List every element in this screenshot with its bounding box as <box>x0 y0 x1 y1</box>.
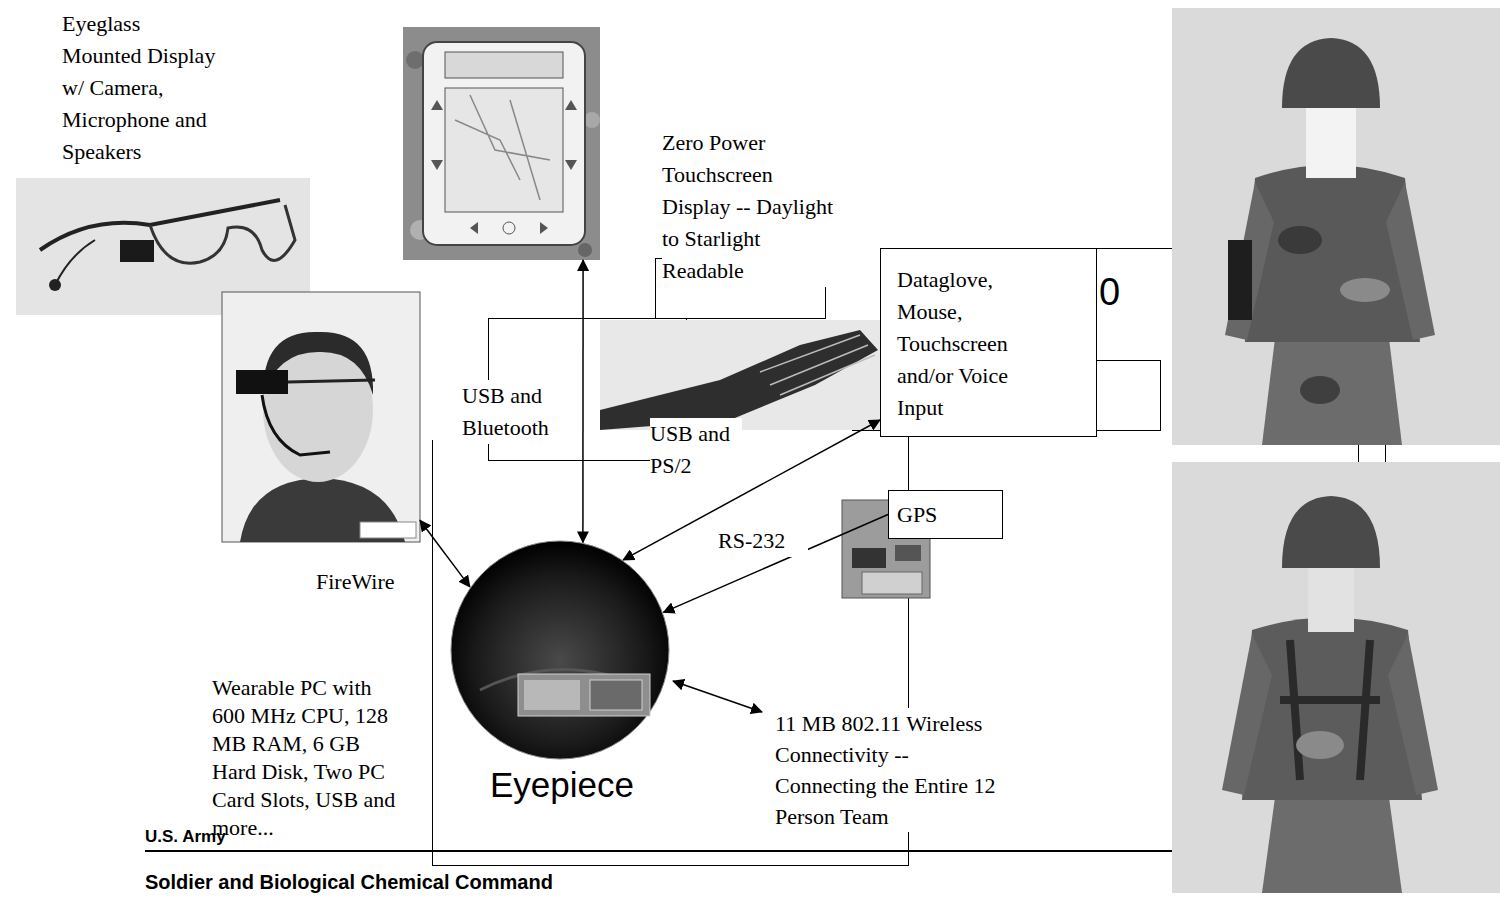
footer-org: U.S. Army <box>145 826 345 848</box>
connector-label: USB and PS/2 <box>650 418 742 482</box>
connector-arrow <box>582 260 584 542</box>
helmet <box>1282 38 1380 108</box>
gravel <box>406 51 424 69</box>
arm <box>1388 634 1438 795</box>
torso <box>1242 618 1422 801</box>
photo-caption: Zero Power Touchscreen Display -- Daylig… <box>662 127 840 287</box>
device-body <box>423 42 585 245</box>
connector-label: USB and Bluetooth <box>462 380 580 444</box>
photo-frame: Eyeglass Mounted Display w/ Camera, Micr… <box>16 10 420 542</box>
connector-arrow <box>663 515 888 613</box>
soldier-back-photo <box>1172 462 1500 893</box>
connector-arrow <box>420 520 470 587</box>
chip <box>852 548 886 568</box>
gravel-ground <box>403 27 600 260</box>
device-buttons <box>431 100 577 234</box>
device-pouch <box>1228 240 1252 320</box>
photo-frame: Zero Power Touchscreen Display -- Daylig… <box>403 27 600 260</box>
legs <box>1262 330 1402 445</box>
display-pod <box>120 240 154 262</box>
frame-line <box>432 865 909 866</box>
gravel <box>578 243 592 257</box>
device-button <box>503 222 515 234</box>
antenna-card <box>862 572 922 594</box>
harness <box>1280 640 1380 780</box>
arm <box>1222 634 1272 795</box>
map-screen <box>445 88 563 212</box>
frame-lines <box>432 249 1496 894</box>
frame-tick <box>1385 445 1386 462</box>
circle-outline <box>450 540 670 760</box>
frame-line <box>1097 248 1172 249</box>
gravel <box>584 112 600 128</box>
pc-card <box>590 680 642 710</box>
dataglove-photo <box>600 320 880 430</box>
camo <box>1296 731 1344 759</box>
pc-panel <box>524 680 580 710</box>
glove-sensors <box>760 335 875 395</box>
photo-ground <box>222 292 420 542</box>
note-text: 11 MB 802.11 Wireless Connectivity -- Co… <box>775 708 1007 832</box>
box-text: Dataglove, Mouse, Touchscreen and/or Voi… <box>897 264 1057 424</box>
photo-ground <box>1172 8 1500 445</box>
legs <box>1262 790 1402 893</box>
computer-circle: Wearable PC with 600 MHz CPU, 128 MB RAM… <box>450 540 670 760</box>
solar-strip <box>445 52 563 78</box>
photo-ground <box>1172 462 1500 893</box>
touchscreen-photo <box>403 27 600 260</box>
arm <box>1386 182 1435 340</box>
neck <box>1308 560 1354 632</box>
footer-command: Soldier and Biological Chemical Command <box>145 870 845 894</box>
wireless-leader <box>673 681 762 712</box>
glasses <box>288 380 375 382</box>
helmet <box>1282 496 1380 568</box>
overlay-title: Eyepiece <box>490 764 710 806</box>
gloved-arm <box>600 330 878 430</box>
photo-ground <box>600 320 880 430</box>
frame-line <box>432 440 433 865</box>
user-photo <box>222 292 420 542</box>
glasses-temple <box>40 200 280 250</box>
face <box>1306 100 1356 178</box>
camo <box>1278 226 1322 254</box>
wearable-pc <box>518 674 650 716</box>
process-box: GPS <box>888 490 1003 539</box>
glasses-frame <box>150 205 295 263</box>
map-lines <box>455 95 550 200</box>
mic-boom <box>262 395 330 455</box>
text-fragment: 0 <box>1099 270 1139 314</box>
mic-boom <box>55 240 95 285</box>
camo <box>1300 376 1340 404</box>
box-text: GPS <box>897 499 987 531</box>
eyepiece <box>236 370 288 394</box>
camo <box>1340 278 1390 302</box>
soldier-front-photo <box>1172 8 1500 445</box>
photo-tag <box>360 522 416 538</box>
frame-tick <box>1358 445 1359 462</box>
process-box: Dataglove, Mouse, Touchscreen and/or Voi… <box>880 248 1097 437</box>
photo-caption: Eyeglass Mounted Display w/ Camera, Micr… <box>62 8 220 168</box>
circle-caption: Wearable PC with 600 MHz CPU, 128 MB RAM… <box>212 674 404 842</box>
circle-shape <box>451 541 669 759</box>
chip <box>895 545 921 561</box>
arm <box>1225 182 1274 340</box>
connector-label: FireWire <box>316 566 416 598</box>
connector-label: RS-232 <box>718 525 808 557</box>
